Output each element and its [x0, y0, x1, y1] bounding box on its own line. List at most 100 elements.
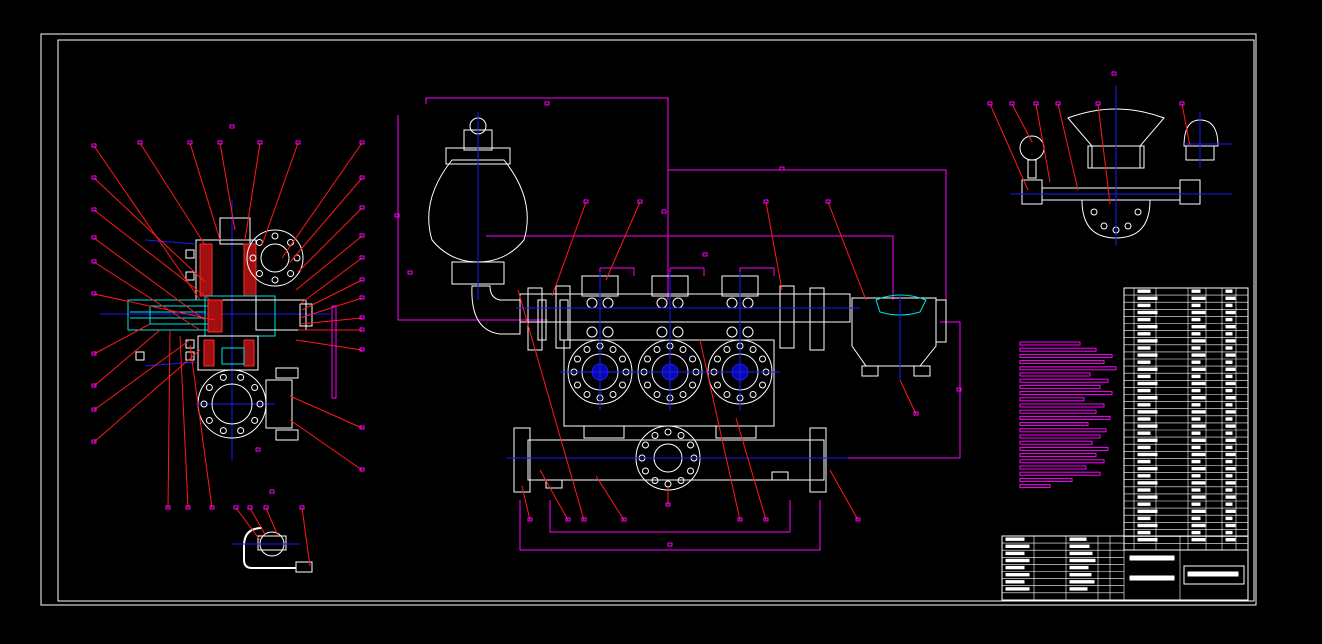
- part-number-tag: [565, 517, 571, 522]
- housing-foot: [861, 365, 879, 377]
- stud: [742, 326, 754, 338]
- title-cell-text: [1005, 551, 1025, 556]
- part-number-tag: [581, 517, 587, 522]
- cover-bolt: [643, 355, 651, 363]
- part-number-tag: [637, 199, 643, 204]
- table-cell-text: [1225, 317, 1233, 322]
- cover-bolt: [749, 345, 757, 353]
- bolt-hole: [200, 400, 208, 408]
- bolt-hole: [205, 416, 213, 424]
- dimension-lines: [394, 97, 962, 551]
- title-cell-text: [1069, 551, 1093, 556]
- bolt-hole: [219, 373, 227, 381]
- table-cell-text: [1191, 289, 1201, 293]
- elbow-pipe: [471, 285, 521, 335]
- dimension-value-tag: [667, 542, 673, 547]
- part-number-tag: [913, 411, 919, 416]
- leader-line: [139, 142, 206, 246]
- table-cell-text: [1137, 317, 1151, 322]
- stud: [656, 326, 668, 338]
- manifold-detail-outline: [1019, 108, 1219, 239]
- manifold-flange: [555, 285, 571, 349]
- table-cell-text: [1225, 452, 1236, 457]
- table-cell-text: [1225, 296, 1236, 301]
- table-cell-text: [1137, 474, 1151, 478]
- table-cell-text: [1137, 303, 1151, 308]
- stud: [602, 297, 614, 309]
- note-text-line: [1019, 347, 1097, 352]
- note-text-line: [1019, 459, 1105, 464]
- table-cell-text: [1225, 481, 1236, 485]
- title-cell-text: [1069, 565, 1089, 570]
- table-cell-text: [1225, 431, 1233, 435]
- table-cell-text: [1191, 417, 1201, 421]
- table-cell-text: [1191, 452, 1206, 457]
- part-number-tag: [91, 439, 97, 444]
- note-text-line: [1019, 434, 1101, 439]
- dimension-value-tag: [956, 387, 962, 392]
- leader-line: [1035, 103, 1051, 183]
- part-number-tag: [91, 259, 97, 264]
- leader-line: [235, 507, 261, 541]
- table-cell-text: [1137, 332, 1151, 336]
- part-number-tag: [855, 517, 861, 522]
- dim-right-height: [840, 321, 961, 459]
- leader-line: [539, 469, 569, 521]
- table-cell-text: [1225, 488, 1233, 492]
- table-cell-text: [1225, 396, 1236, 400]
- housing-foot: [913, 365, 931, 377]
- part-number-tag: [91, 351, 97, 356]
- hex-bolt: [185, 351, 195, 361]
- part-number-tag: [91, 143, 97, 148]
- stud: [742, 297, 754, 309]
- leader-line: [93, 323, 151, 355]
- table-cell-text: [1137, 530, 1151, 535]
- leader-line: [189, 344, 213, 509]
- leader-line: [1181, 103, 1191, 147]
- title-cell-text: [1069, 580, 1095, 584]
- table-cell-text: [1225, 388, 1233, 393]
- table-cell-text: [1137, 353, 1158, 357]
- small-detail-view: [232, 489, 313, 573]
- table-cell-text: [1137, 410, 1158, 414]
- flange-bolt: [1090, 208, 1098, 216]
- parts-list-table: [1123, 287, 1249, 551]
- part-number-tag: [359, 175, 365, 180]
- table-cell-text: [1191, 474, 1201, 478]
- table-cell-text: [1191, 502, 1201, 506]
- bolt-hole: [271, 232, 279, 240]
- inlet-bolt: [651, 477, 659, 485]
- note-text-line: [1019, 428, 1107, 433]
- leader-line: [899, 379, 917, 415]
- block-foot: [583, 425, 625, 439]
- table-cell-text: [1191, 346, 1201, 350]
- part-number-tag: [233, 505, 239, 510]
- note-text-line: [1019, 484, 1051, 489]
- cover-bolt: [723, 391, 731, 399]
- leader-line: [299, 297, 363, 319]
- table-cell-text: [1137, 467, 1158, 471]
- table-cell-text: [1225, 332, 1233, 336]
- dim-cylinder-pitch: [599, 267, 635, 276]
- table-cell-text: [1225, 374, 1233, 379]
- leader-line: [301, 507, 311, 567]
- table-cell-text: [1191, 403, 1201, 407]
- table-cell-text: [1191, 396, 1206, 400]
- table-cell-text: [1191, 381, 1206, 386]
- cross-section-view: [91, 124, 365, 510]
- part-number-tag: [295, 140, 301, 145]
- cover-bolt: [679, 345, 687, 353]
- cover-bolt: [609, 391, 617, 399]
- right-housing: [851, 297, 937, 367]
- leader-line: [93, 329, 161, 387]
- table-cell-text: [1225, 381, 1236, 386]
- part-number-tag: [359, 233, 365, 238]
- cover-bolt: [583, 391, 591, 399]
- table-cell-text: [1191, 367, 1206, 372]
- part-number-tag: [359, 327, 365, 332]
- leader-line: [735, 417, 767, 521]
- table-cell-text: [1191, 360, 1201, 364]
- table-cell-text: [1225, 410, 1236, 414]
- table-cell-text: [1137, 481, 1158, 485]
- title-cell-text: [1005, 580, 1025, 584]
